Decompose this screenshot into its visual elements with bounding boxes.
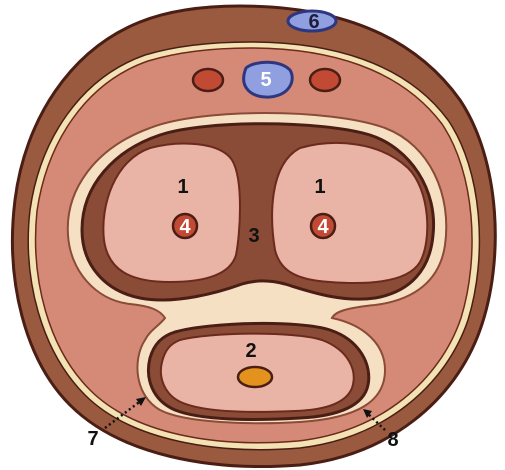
label-6: 6: [308, 11, 319, 33]
corpus-cavernosum-right: 1 4: [272, 143, 427, 283]
label-4-right: 4: [317, 216, 329, 238]
label-1-left: 1: [177, 176, 188, 198]
label-2: 2: [245, 340, 256, 362]
label-3-septum: 3: [248, 225, 259, 247]
dorsal-artery-left: [193, 69, 223, 91]
label-4-left: 4: [179, 216, 191, 238]
dorsal-artery-right: [310, 69, 340, 91]
deep-dorsal-vein: 5: [244, 62, 293, 97]
label-5: 5: [260, 69, 271, 91]
label-8: 8: [387, 429, 398, 451]
corpus-spongiosum: 2: [161, 334, 354, 412]
label-1-right: 1: [314, 176, 325, 198]
urethra: [238, 367, 272, 387]
superficial-dorsal-vein: 6: [288, 11, 336, 33]
label-7: 7: [87, 428, 98, 450]
